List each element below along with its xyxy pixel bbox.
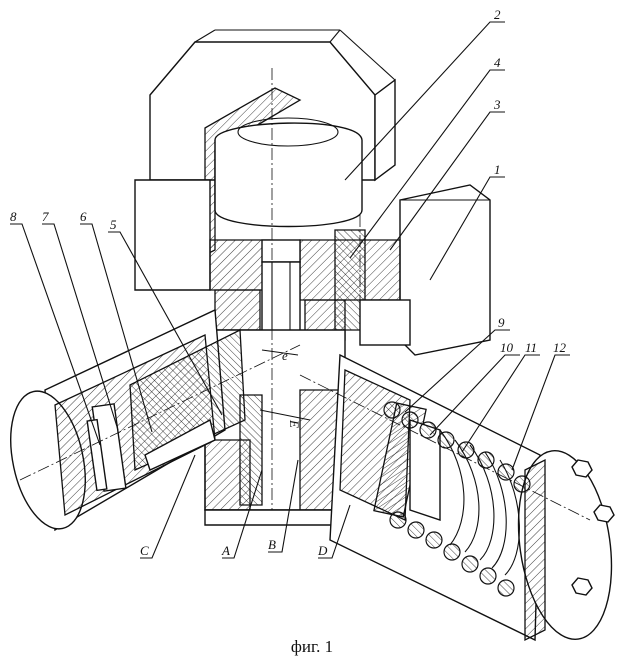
label-part-2: 2 [494, 7, 501, 22]
label-part-7: 7 [42, 209, 49, 224]
label-part-11: 11 [525, 340, 537, 355]
inner-section [210, 230, 410, 345]
label-part-10: 10 [500, 340, 514, 355]
label-part-1: 1 [494, 162, 501, 177]
dimension-E-label: E [287, 419, 302, 428]
dimension-e-label: e [282, 348, 288, 363]
label-part-3: 3 [493, 97, 501, 112]
right-cylinder [330, 355, 623, 645]
zone-labels: A B C D [140, 537, 328, 558]
label-part-4: 4 [494, 55, 501, 70]
label-zone-D: D [317, 543, 328, 558]
label-zone-B: B [268, 537, 276, 552]
label-part-12: 12 [553, 340, 567, 355]
label-zone-A: A [221, 543, 230, 558]
label-part-9: 9 [498, 315, 505, 330]
label-zone-C: C [140, 543, 149, 558]
label-part-6: 6 [80, 209, 87, 224]
figure-caption: фиг. 1 [291, 637, 333, 656]
label-part-8: 8 [10, 209, 17, 224]
label-part-5: 5 [110, 217, 117, 232]
